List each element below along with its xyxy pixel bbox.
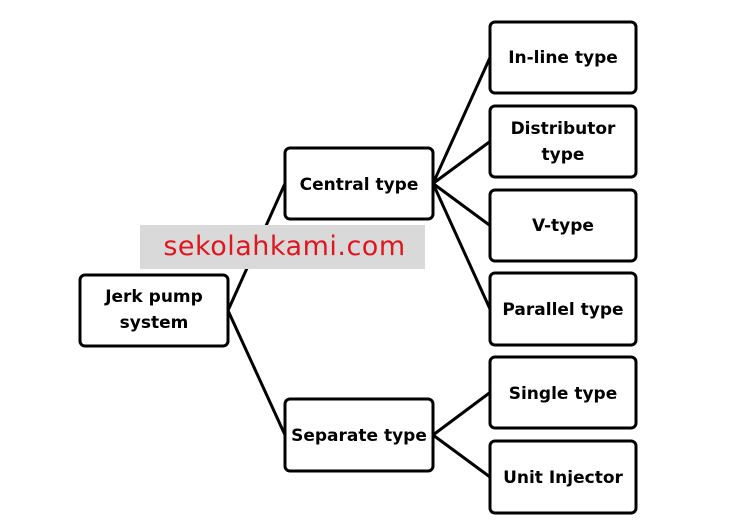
- node-label: Separate type: [291, 426, 427, 446]
- node-distributor-type: Distributor type: [488, 104, 638, 179]
- connector-central-to-inline: [431, 56, 492, 185]
- watermark-text: sekolahkami.com: [163, 231, 406, 262]
- node-in-line-type: In-line type: [488, 20, 638, 95]
- node-box: [488, 188, 638, 263]
- watermark-banner: sekolahkami.com: [140, 225, 425, 269]
- connector-separate-to-single: [432, 391, 491, 437]
- node-label: In-line type: [508, 48, 618, 68]
- node-label-line-2: system: [120, 313, 189, 333]
- node-box: [488, 439, 638, 515]
- node-box: [283, 146, 435, 221]
- node-box: [283, 397, 435, 473]
- node-label-line-1: Distributor: [511, 119, 616, 139]
- node-box: [488, 20, 638, 95]
- node-box: [488, 104, 638, 179]
- node-box: [78, 273, 230, 348]
- node-single-type: Single type: [488, 355, 638, 430]
- connector-separate-to-unit: [432, 433, 491, 479]
- connector-lines: [226, 56, 492, 479]
- connector-central-to-vtype: [432, 182, 491, 227]
- node-separate-type: Separate type: [283, 397, 435, 473]
- node-label: Unit Injector: [503, 468, 623, 488]
- node-unit-injector: Unit Injector: [488, 439, 638, 515]
- node-label-line-1: Jerk pump: [104, 287, 203, 307]
- node-box: [488, 355, 638, 430]
- node-central-type: Central type: [283, 146, 435, 221]
- connector-root-to-separate: [226, 309, 287, 436]
- node-label: Single type: [509, 384, 618, 404]
- node-v-type: V-type: [488, 188, 638, 263]
- node-jerk-pump-system: Jerk pump system: [78, 273, 230, 348]
- connector-central-to-parallel: [431, 182, 492, 310]
- node-label: Parallel type: [502, 300, 623, 320]
- node-label-line-2: type: [542, 145, 585, 165]
- node-label: V-type: [532, 216, 594, 236]
- connector-central-to-distributor: [432, 140, 491, 185]
- node-label: Central type: [300, 175, 419, 195]
- node-parallel-type: Parallel type: [488, 271, 638, 347]
- node-box: [488, 271, 638, 347]
